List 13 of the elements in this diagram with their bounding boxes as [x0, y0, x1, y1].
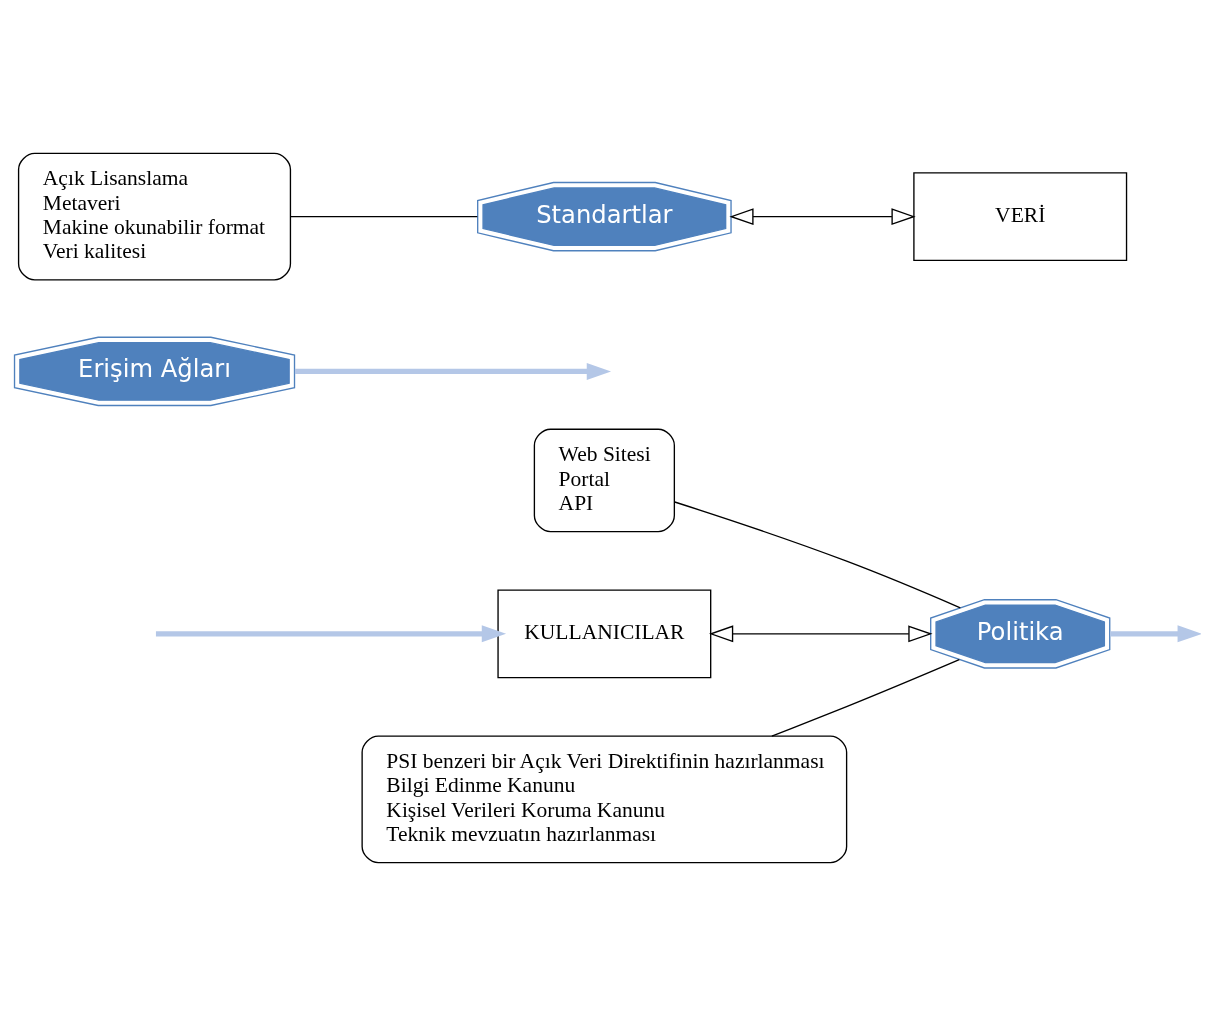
node-box: Açık Lisanslama Metaveri Makine okunabilir format Veri kalitesi — [17, 152, 292, 281]
node-box: PSI benzeri bir Açık Veri Direktifinin hazırlanması Bilgi Edinme Kanunu Kişisel Verileri Koruma Kanunu Teknik mevzuatın hazırlanması — [361, 735, 848, 864]
connector — [674, 501, 961, 609]
connector — [289, 215, 478, 218]
node-box: Web Sitesi Portal API — [533, 428, 676, 533]
arrow — [155, 625, 507, 643]
arrow — [709, 625, 933, 643]
arrow — [729, 208, 916, 226]
arrow — [1110, 625, 1201, 643]
arrow — [294, 362, 612, 380]
node-box: VERİ — [913, 172, 1128, 262]
connector — [771, 658, 960, 737]
node-box: KULLANICILAR — [497, 589, 712, 679]
